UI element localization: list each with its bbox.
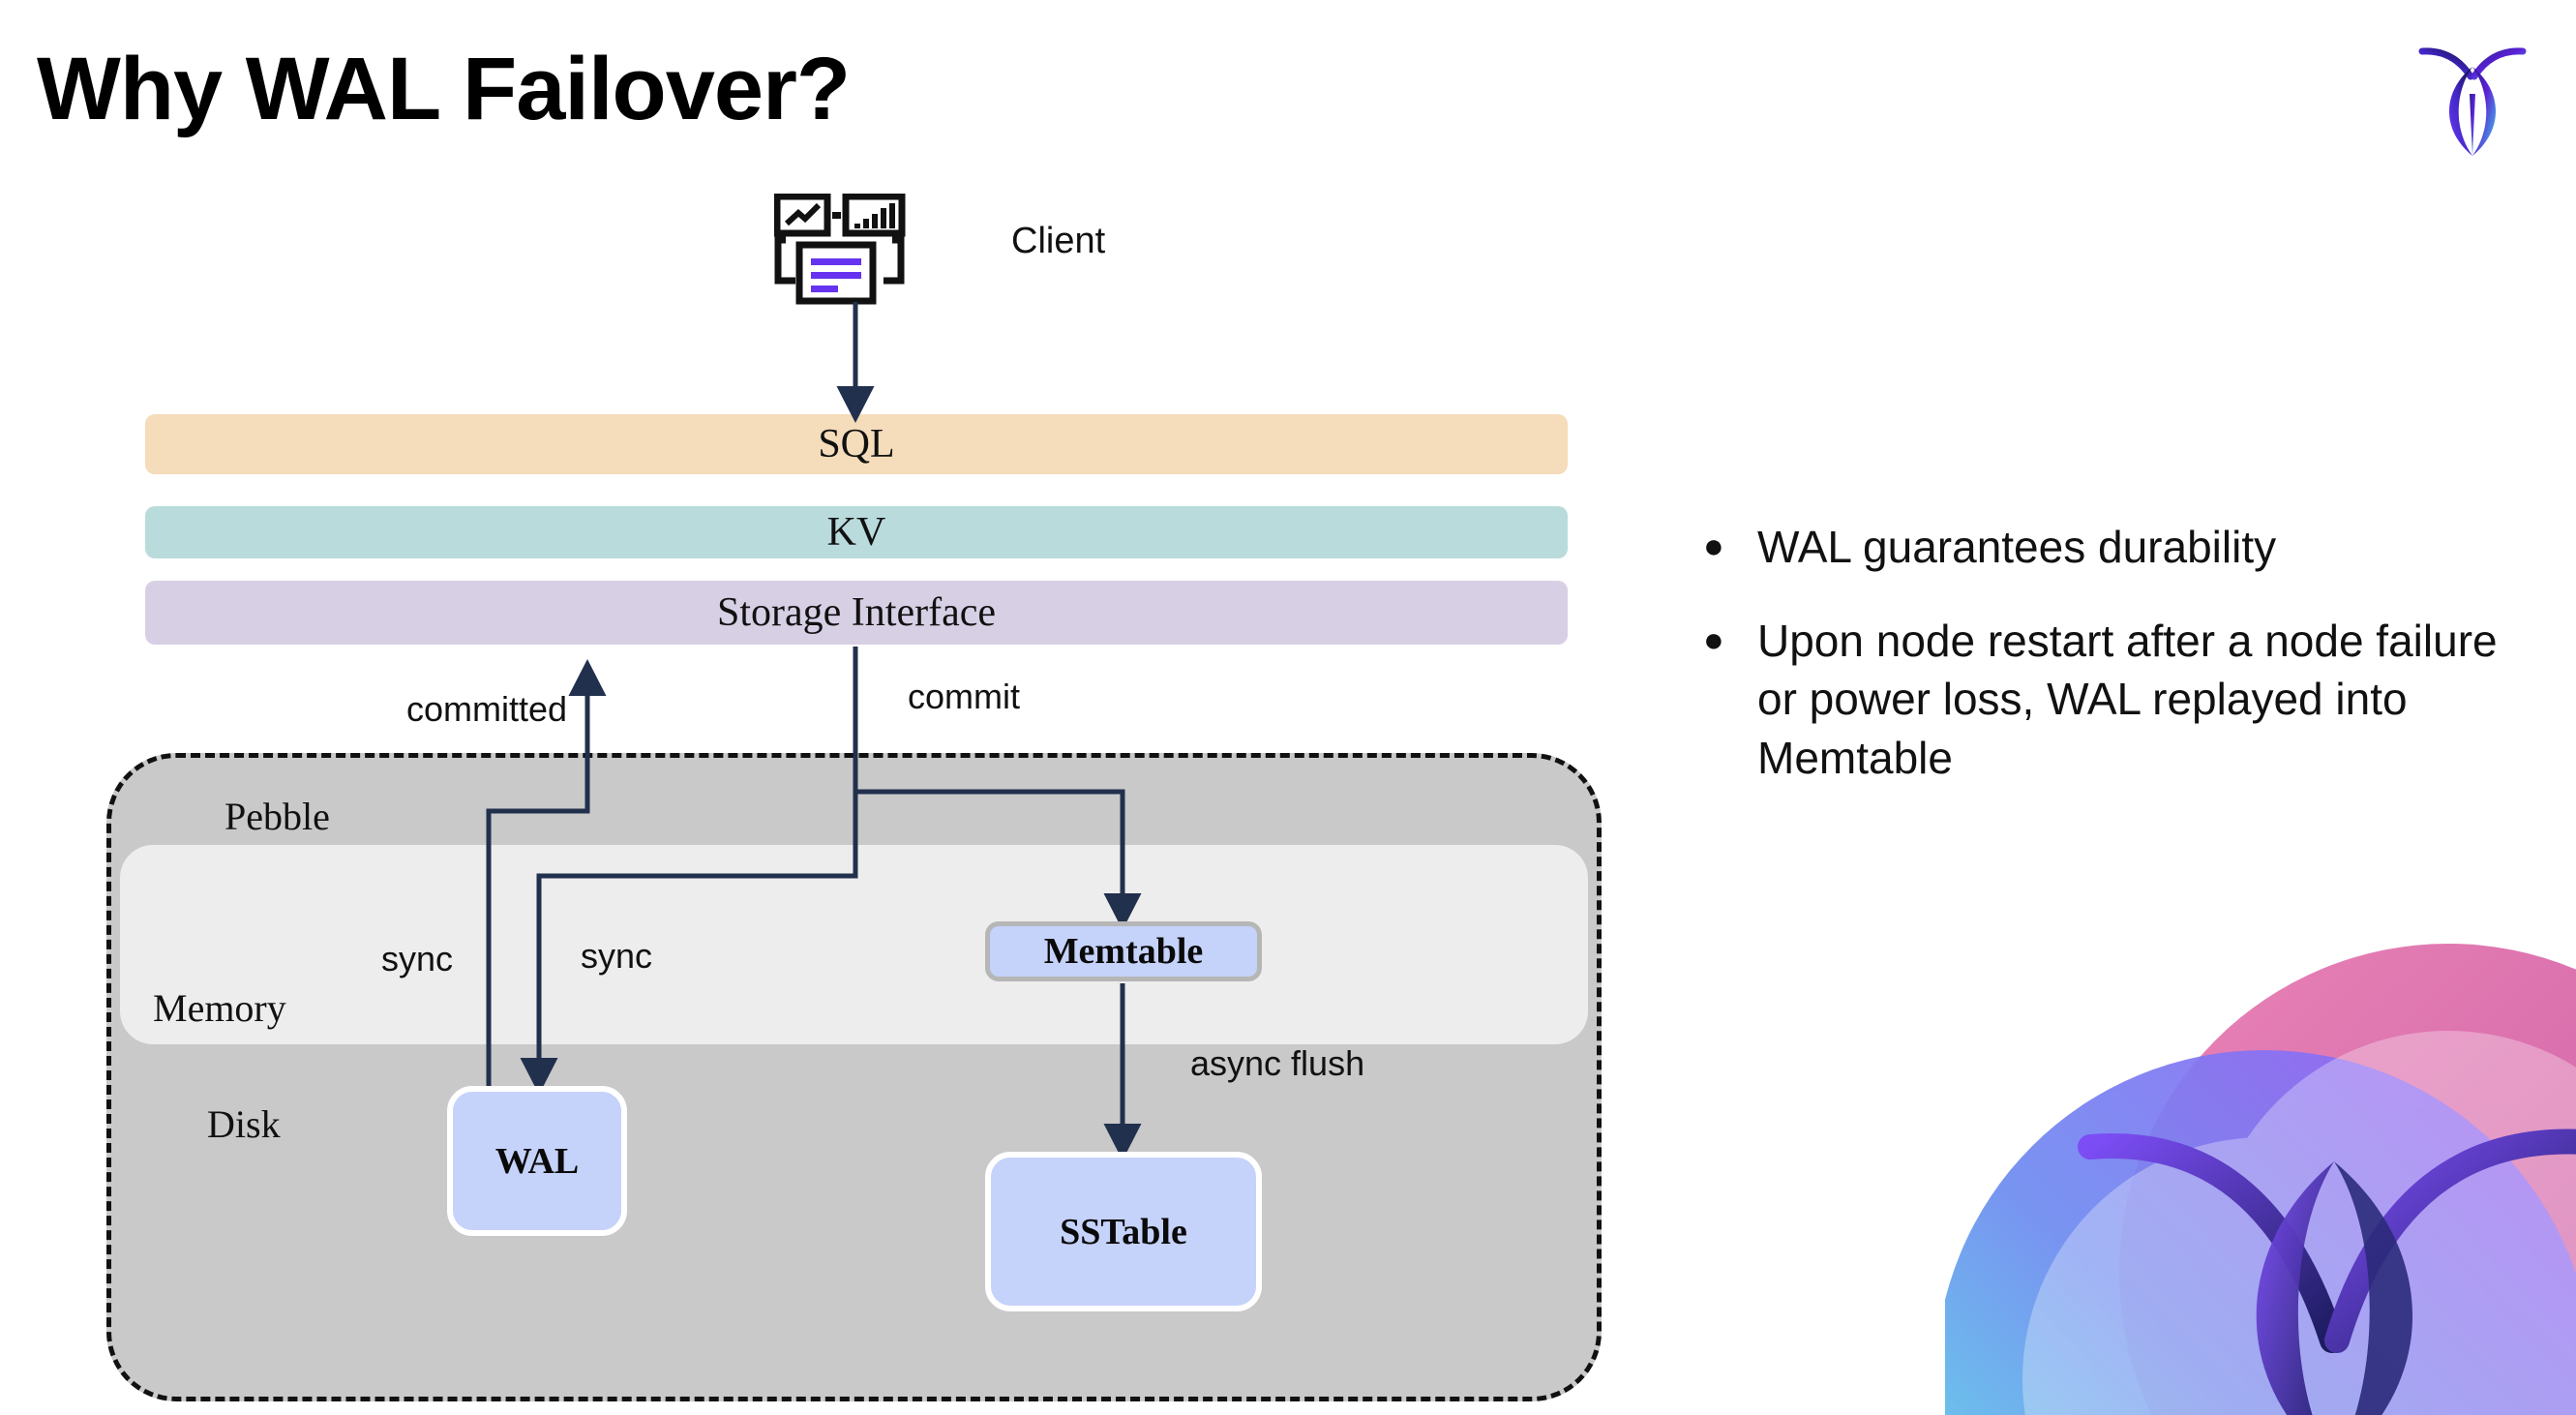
memory-region <box>120 845 1588 1044</box>
edge-label-sync-left: sync <box>381 939 454 978</box>
bullet-list: ● WAL guarantees durability ● Upon node … <box>1703 518 2506 823</box>
node-sstable-label: SSTable <box>1060 1211 1187 1252</box>
layer-bar-sql: SQL <box>145 414 1568 474</box>
page-title: Why WAL Failover? <box>37 40 851 138</box>
bullet-marker-icon: ● <box>1703 618 1724 659</box>
list-item: ● WAL guarantees durability <box>1703 518 2506 577</box>
layer-bar-kv-label: KV <box>826 510 886 555</box>
list-item: ● Upon node restart after a node failure… <box>1703 612 2506 788</box>
node-wal: WAL <box>447 1086 627 1236</box>
layer-bar-kv: KV <box>145 506 1568 558</box>
node-memtable: Memtable <box>985 921 1262 981</box>
edge-label-committed: committed <box>406 689 568 729</box>
client-dashboard-icon <box>773 193 929 310</box>
client-label: Client <box>1011 221 1106 261</box>
cockroachdb-watermark <box>1945 924 2576 1415</box>
node-memtable-label: Memtable <box>1043 931 1204 972</box>
layer-bar-sql-label: SQL <box>818 422 895 467</box>
edge-label-async-flush: async flush <box>1190 1043 1365 1083</box>
disk-label: Disk <box>207 1102 281 1146</box>
layer-bar-storage: Storage Interface <box>145 581 1568 645</box>
pebble-label: Pebble <box>225 795 330 838</box>
node-sstable: SSTable <box>985 1152 1262 1311</box>
bullet-marker-icon: ● <box>1703 526 1724 565</box>
memory-label: Memory <box>153 986 286 1030</box>
edge-label-sync-right: sync <box>581 936 653 976</box>
node-wal-label: WAL <box>494 1140 580 1182</box>
bullet-text: Upon node restart after a node failure o… <box>1757 615 2498 784</box>
edge-label-commit: commit <box>908 677 1020 716</box>
cockroachdb-logo <box>2414 34 2531 160</box>
layer-bar-storage-label: Storage Interface <box>717 590 996 635</box>
bullet-text: WAL guarantees durability <box>1757 522 2277 572</box>
